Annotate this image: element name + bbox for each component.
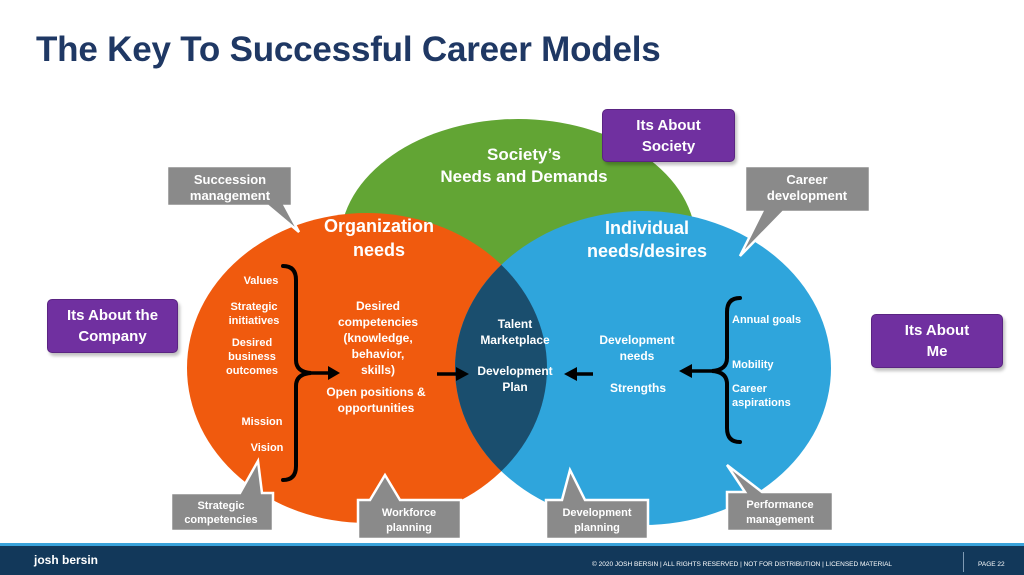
org-list-desired-1: Desired	[232, 337, 272, 349]
society-label-2: Needs and Demands	[440, 167, 607, 186]
individual-dev-needs-2: needs	[620, 349, 655, 363]
individual-to-plan-arrowhead	[564, 367, 577, 381]
callout-career-development: Career development	[738, 164, 872, 257]
me-box-line-1: Its About	[904, 322, 970, 339]
me-box-line-2: Me	[926, 343, 948, 360]
overlap-talent-2: Marketplace	[480, 333, 550, 347]
individual-list-mobility: Mobility	[732, 359, 774, 371]
callout-workforce-planning: Workforce planning	[356, 472, 463, 541]
org-list-values: Values	[244, 275, 279, 287]
org-list-desired-2: business	[228, 351, 276, 363]
individual-list-annual-goals: Annual goals	[732, 314, 801, 326]
society-box-line-2: Society	[641, 137, 696, 155]
footer-copyright: © 2020 JOSH BERSIN | ALL RIGHTS RESERVED…	[592, 561, 893, 568]
callout-strategic-competencies: Strategic competencies	[169, 457, 275, 533]
callout-succession: Succession management	[165, 164, 301, 233]
callout-devplan-2: planning	[574, 522, 620, 534]
individual-list-career-2: aspirations	[732, 397, 791, 409]
overlap-plan-1: Development	[477, 364, 552, 378]
org-list-vision: Vision	[251, 442, 284, 454]
footer-stripe	[0, 543, 1024, 546]
footer-band	[0, 546, 1024, 575]
individual-label-2: needs/desires	[587, 241, 707, 261]
org-competencies-4: behavior,	[352, 347, 405, 361]
org-list-mission: Mission	[242, 416, 283, 428]
org-to-plan-arrowhead	[456, 367, 469, 381]
society-label-1: Society’s	[487, 145, 561, 164]
footer-logo: josh bersin	[34, 553, 99, 567]
organization-label-2: needs	[353, 240, 405, 260]
individual-label-1: Individual	[605, 218, 689, 238]
org-list-strategic-2: initiatives	[229, 315, 280, 327]
callout-strategic-2: competencies	[184, 514, 257, 526]
org-brace-arrowhead	[328, 366, 340, 380]
callout-succession-1: Succession	[194, 172, 266, 187]
organization-label-1: Organization	[324, 216, 434, 236]
callout-devplan-1: Development	[562, 507, 631, 519]
callout-succession-2: management	[190, 188, 271, 203]
org-list-strategic-1: Strategic	[230, 301, 277, 313]
company-box-line-2: Company	[78, 328, 147, 345]
overlap-talent-1: Talent	[498, 317, 532, 331]
company-box-line-1: Its About the	[66, 307, 159, 324]
org-competencies-1: Desired	[356, 299, 400, 313]
org-competencies-5: skills)	[361, 363, 395, 377]
org-positions-2: opportunities	[338, 401, 415, 415]
individual-brace-arrowhead	[679, 364, 692, 378]
individual-circle	[455, 211, 831, 525]
individual-dev-needs-1: Development	[599, 333, 674, 347]
callout-development-planning: Development planning	[544, 466, 650, 541]
individual-strengths: Strengths	[610, 381, 666, 395]
page-title: The Key To Successful Career Models	[36, 30, 661, 69]
society-box-line-1: Its About	[636, 116, 701, 134]
callout-career-1: Career	[786, 172, 827, 187]
org-list-desired-3: outcomes	[226, 365, 278, 377]
individual-list-career-1: Career	[732, 383, 768, 395]
organization-circle	[187, 213, 547, 523]
overlap-plan-2: Plan	[502, 380, 527, 394]
footer-page-number: PAGE 22	[978, 561, 1005, 568]
callout-performance-2: management	[746, 514, 814, 526]
org-competencies-2: competencies	[338, 315, 418, 329]
footer-divider	[963, 552, 964, 572]
callout-strategic-1: Strategic	[197, 500, 244, 512]
callout-performance-1: Performance	[746, 499, 813, 511]
org-competencies-3: (knowledge,	[343, 331, 412, 345]
callout-performance-management: Performance management	[725, 464, 835, 533]
callout-workforce-1: Workforce	[382, 507, 436, 519]
callout-career-2: development	[767, 188, 848, 203]
org-positions-1: Open positions &	[326, 385, 426, 399]
callout-workforce-2: planning	[386, 522, 432, 534]
